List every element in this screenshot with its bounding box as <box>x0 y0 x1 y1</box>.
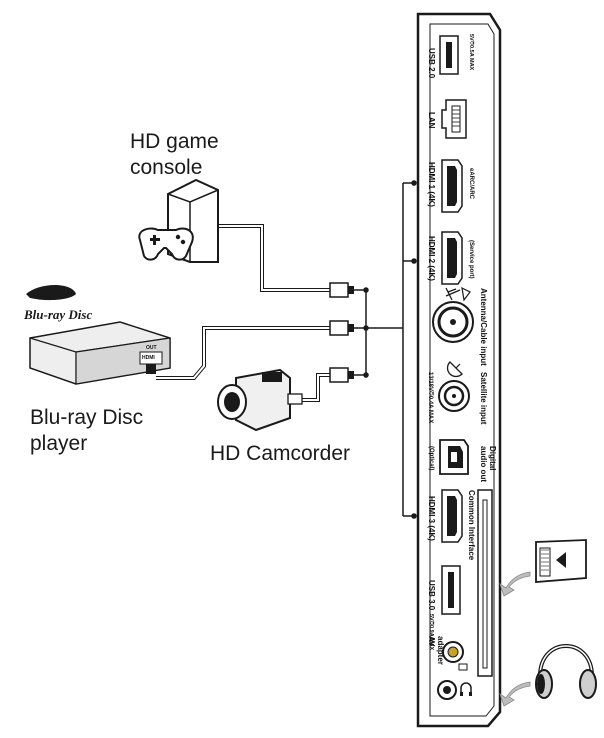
hdmi-bracket <box>402 180 417 519</box>
bluray-logo-text: Blu-ray Disc <box>23 307 92 322</box>
bluray-player-icon <box>29 321 171 385</box>
satellite-label: Satellite input <box>479 372 488 425</box>
usb2-label: USB 2.0 <box>427 48 436 79</box>
hdmi2-sub: (Service port) <box>468 240 474 279</box>
bluray-cable <box>156 326 330 380</box>
usb3-label: USB 3.0 <box>427 580 436 611</box>
bluray-out-label: OUT <box>146 345 157 351</box>
bluray-logo-icon <box>26 285 76 301</box>
headphones-icon <box>535 644 597 699</box>
hdmi-plug-3 <box>329 367 354 383</box>
hdmi1-sub: eARC/ARC <box>468 168 474 200</box>
headphone-jack <box>437 680 457 700</box>
bluray-hdmi-label: HDMI <box>142 355 155 361</box>
hdmi2-label: HDMI 2 (4K) <box>427 236 436 281</box>
lan-port <box>441 99 467 139</box>
usb3-rating: 5V⎏0.9A MAX <box>428 614 435 651</box>
satellite-port <box>438 380 470 412</box>
digital-audio-label-1: Digital <box>488 446 497 470</box>
hdmi2-port <box>441 231 463 285</box>
optical-port <box>439 439 469 475</box>
digital-audio-sub: (Optical) <box>428 446 434 470</box>
hdmi1-label: HDMI 1 (4K) <box>427 162 436 207</box>
hdmi-plug-1 <box>329 282 354 298</box>
antenna-icon <box>445 286 471 302</box>
game-console-label-1: HD game <box>130 130 219 153</box>
game-console-cable <box>218 224 330 292</box>
hdmi3-label: HDMI 3 (4K) <box>427 496 436 541</box>
hdmi1-port <box>441 159 463 213</box>
cam-module-icon <box>535 539 587 583</box>
satellite-rating: 13/18V⎏0.4A MAX <box>427 372 434 423</box>
av-adapter-label-2: adapter <box>436 636 445 665</box>
antenna-label: Antenna/Cable input <box>479 288 488 366</box>
lan-label: LAN <box>427 112 436 129</box>
gamepad-icon <box>138 227 194 261</box>
satellite-dish-icon <box>446 361 463 378</box>
av-adapter-jack <box>442 641 464 663</box>
common-interface-slot <box>477 489 493 677</box>
av-icon <box>458 663 468 671</box>
hdmi3-port <box>441 489 463 543</box>
headphone-arrow-icon <box>499 681 531 707</box>
bluray-label-1: Blu-ray Disc <box>30 406 144 429</box>
cam-arrow-icon <box>499 571 531 597</box>
camcorder-label: HD Camcorder <box>210 442 351 465</box>
bluray-label-2: player <box>30 432 88 455</box>
camcorder-icon <box>217 368 303 432</box>
camcorder-cable <box>300 373 330 402</box>
game-console-label-2: console <box>130 156 203 179</box>
av-adapter-label-1: AV <box>427 636 436 647</box>
merge-lines <box>354 287 403 378</box>
antenna-port <box>432 301 474 343</box>
usb3-port <box>441 565 461 615</box>
usb2-rating: 5V⎏0.5A MAX <box>468 34 475 71</box>
common-interface-label: Common Interface <box>467 490 476 561</box>
hdmi-plug-2 <box>329 320 354 336</box>
usb2-port <box>439 35 459 75</box>
headphone-icon <box>460 682 472 696</box>
digital-audio-label-2: audio out <box>479 446 488 482</box>
